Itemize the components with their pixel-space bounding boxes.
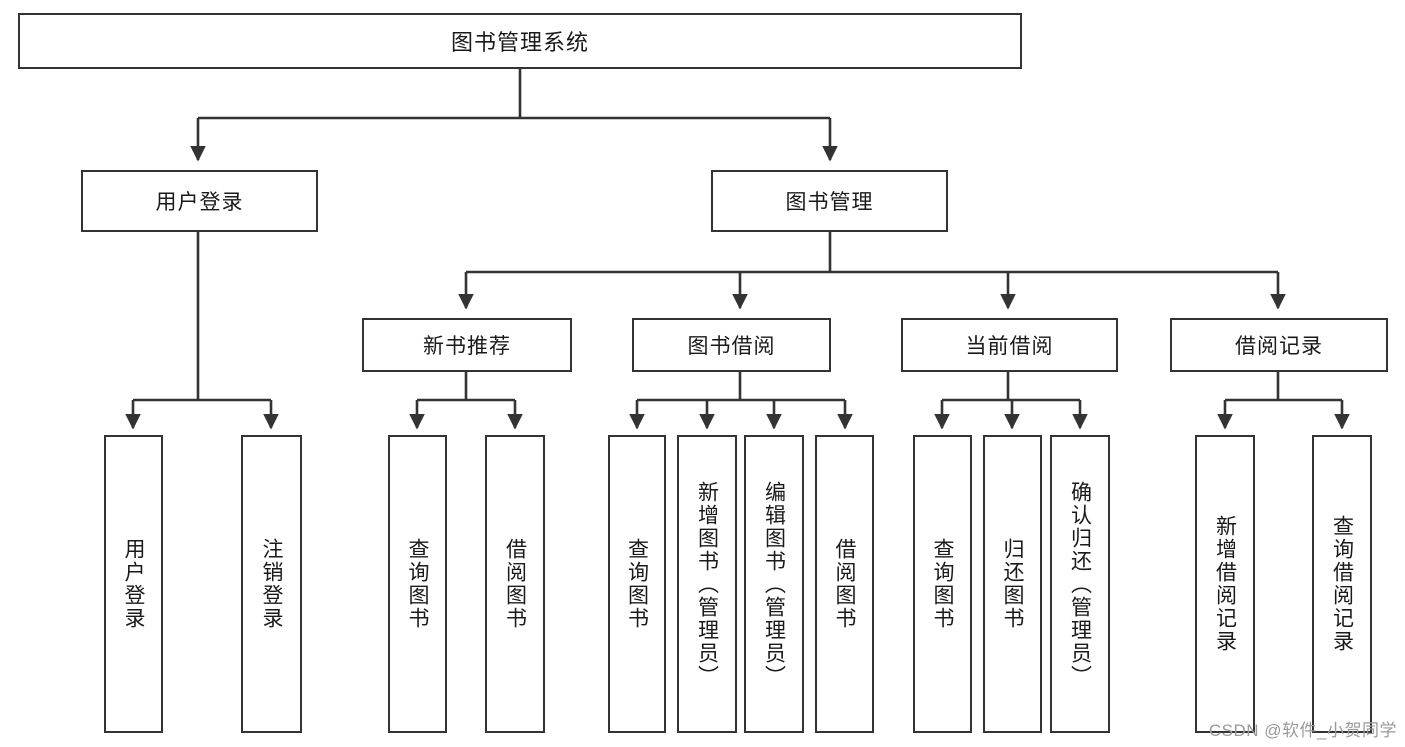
node-label: 当前借阅: [965, 335, 1054, 358]
node-leaf-record-query-borrow-record[interactable]: 查询借阅记录: [1312, 435, 1372, 733]
node-label: 查询借阅记录: [1330, 515, 1354, 653]
node-leaf-borrow-query-book[interactable]: 查询图书: [608, 435, 666, 733]
node-label: 查询图书: [931, 538, 954, 630]
node-label: 借阅图书: [833, 538, 856, 630]
node-leaf-recommend-query-book[interactable]: 查询图书: [388, 435, 447, 733]
node-label: 新增图书（管理员）: [695, 480, 719, 688]
node-leaf-current-confirm-return-admin[interactable]: 确认归还（管理员）: [1050, 435, 1110, 733]
node-leaf-recommend-borrow-book[interactable]: 借阅图书: [485, 435, 545, 733]
node-label: 图书管理: [785, 191, 874, 214]
node-book-management[interactable]: 图书管理: [711, 170, 948, 232]
node-label: 编辑图书（管理员）: [762, 480, 786, 688]
node-label: 查询图书: [625, 538, 649, 630]
node-label: 新书推荐: [423, 335, 511, 358]
node-label: 新增借阅记录: [1213, 515, 1237, 653]
node-label: 确认归还（管理员）: [1068, 480, 1092, 688]
node-leaf-current-query-book[interactable]: 查询图书: [913, 435, 972, 733]
node-label: 注销登录: [260, 538, 283, 630]
node-label: 归还图书: [1001, 538, 1024, 630]
node-label: 用户登录: [122, 538, 145, 630]
node-label: 借阅图书: [503, 538, 527, 630]
node-book-borrow[interactable]: 图书借阅: [632, 318, 831, 372]
node-leaf-user-logout[interactable]: 注销登录: [241, 435, 302, 733]
node-label: 图书管理系统: [450, 30, 589, 55]
node-label: 借阅记录: [1235, 335, 1323, 358]
node-leaf-borrow-book[interactable]: 借阅图书: [815, 435, 874, 733]
node-root-book-management-system[interactable]: 图书管理系统: [18, 13, 1022, 69]
node-label: 用户登录: [155, 191, 244, 214]
node-label: 图书借阅: [687, 335, 776, 358]
node-new-book-recommend[interactable]: 新书推荐: [362, 318, 572, 372]
node-leaf-record-add-borrow-record[interactable]: 新增借阅记录: [1195, 435, 1255, 733]
node-leaf-borrow-edit-book-admin[interactable]: 编辑图书（管理员）: [744, 435, 804, 733]
node-leaf-borrow-add-book-admin[interactable]: 新增图书（管理员）: [677, 435, 737, 733]
node-borrow-record[interactable]: 借阅记录: [1170, 318, 1388, 372]
csdn-watermark: CSDN @软件_小贺同学: [1208, 721, 1397, 740]
node-label: 查询图书: [406, 538, 429, 630]
node-current-borrow[interactable]: 当前借阅: [901, 318, 1118, 372]
node-leaf-current-return-book[interactable]: 归还图书: [983, 435, 1042, 733]
node-user-login[interactable]: 用户登录: [81, 170, 318, 232]
node-leaf-user-login-do[interactable]: 用户登录: [104, 435, 163, 733]
